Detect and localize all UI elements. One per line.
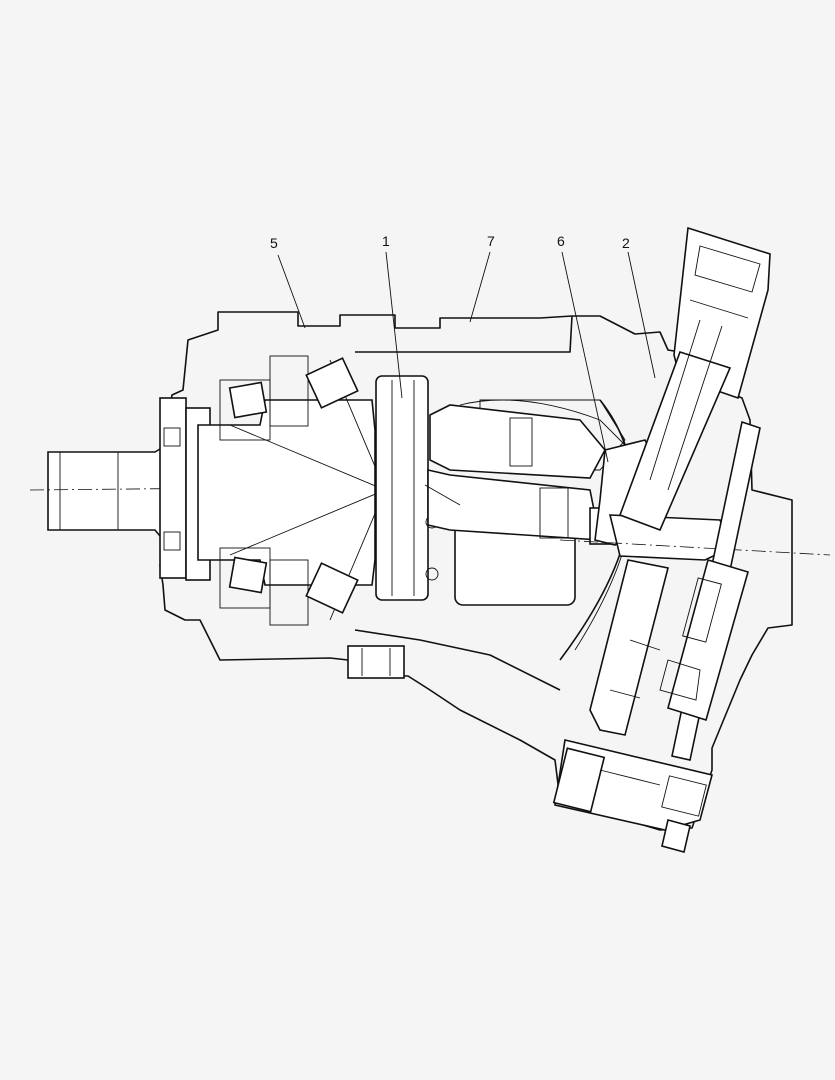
end-cap [552,739,713,853]
control-cylinder [618,226,771,532]
roller-bearings [228,357,359,614]
lower-piston-bore [589,559,669,736]
callout-2: 2 [622,235,630,251]
bearing-hub [197,355,387,626]
housing-outline [159,311,793,831]
callout-6: 6 [557,233,565,249]
regulator-spool [659,420,761,761]
leader-lines [277,251,656,463]
drain-port [347,645,405,679]
callout-7: 7 [487,233,495,249]
callout-5: 5 [270,235,278,251]
callout-1: 1 [382,233,390,249]
pistons [424,404,621,545]
